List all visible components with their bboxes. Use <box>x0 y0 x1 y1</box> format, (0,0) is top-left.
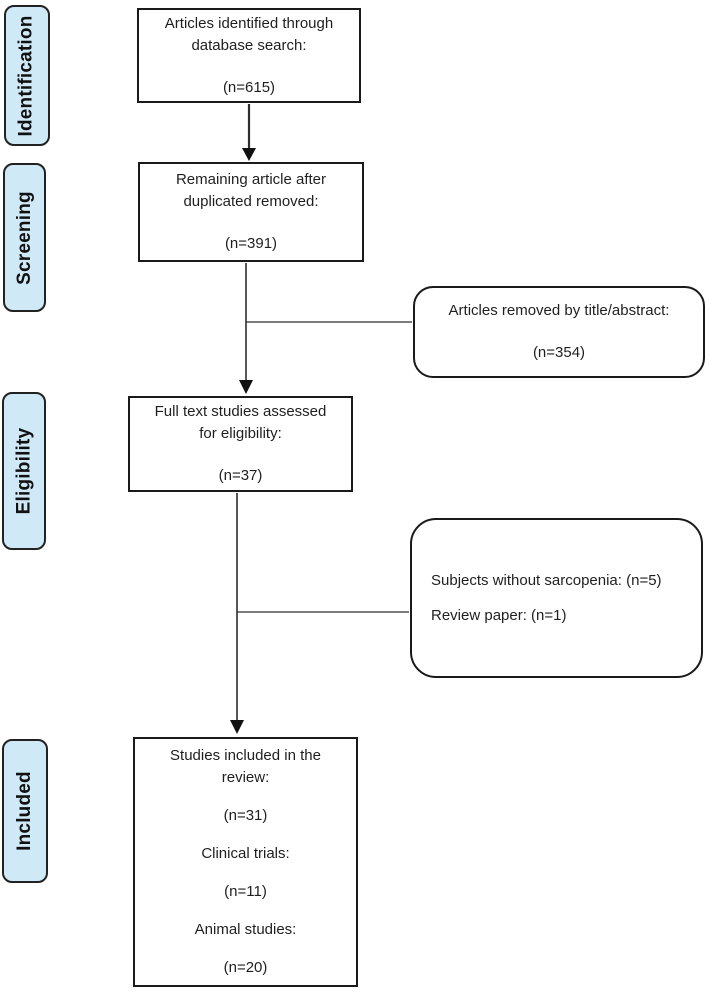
arrowhead-to-dedup <box>242 148 256 161</box>
stage-label-text: Eligibility <box>13 427 34 515</box>
text-line: Review paper: (n=1) <box>431 606 567 624</box>
text-line: Articles identified through <box>164 14 334 32</box>
text-line: Clinical trials: <box>201 845 290 862</box>
arrowhead-to-included <box>230 720 244 734</box>
count-line: (n=20) <box>223 959 268 976</box>
text-line: duplicated removed: <box>183 193 319 210</box>
text-line: Remaining article after <box>175 171 327 188</box>
stage-label-eligibility: Eligibility <box>2 392 46 550</box>
node-fulltext-assessed: Full text studies assessed for eligibili… <box>128 396 353 492</box>
node-after-duplicates-removed: Remaining article after duplicated remov… <box>138 162 364 262</box>
stage-label-text: Identification <box>16 14 37 137</box>
text-line: Full text studies assessed <box>154 403 327 420</box>
count-line: (n=354) <box>532 344 586 361</box>
count-line: (n=37) <box>218 467 263 484</box>
text-line: Subjects without sarcopenia: (n=5) <box>431 571 662 589</box>
node-studies-included: Studies included in the review: (n=31) C… <box>133 737 358 987</box>
text-line: database search: <box>191 36 307 54</box>
count-line: (n=31) <box>223 807 268 824</box>
arrowhead-to-fulltext <box>239 380 253 394</box>
count-line: (n=391) <box>224 235 278 252</box>
stage-label-screening: Screening <box>3 163 46 312</box>
node-articles-identified: Articles identified through database sea… <box>137 8 361 103</box>
stage-label-text: Screening <box>13 190 35 285</box>
count-line: (n=615) <box>222 78 276 96</box>
stage-label-text: Included <box>14 771 35 851</box>
node-fulltext-exclusions: Subjects without sarcopenia: (n=5) Revie… <box>410 518 703 678</box>
text-line: review: <box>221 769 270 786</box>
node-removed-by-title-abstract: Articles removed by title/abstract: (n=3… <box>413 286 705 378</box>
stage-label-identification: Identification <box>4 5 50 146</box>
text-line: for eligibility: <box>199 425 282 442</box>
text-line: Studies included in the <box>170 747 321 764</box>
text-line: Animal studies: <box>194 921 297 938</box>
count-line: (n=11) <box>224 883 267 900</box>
stage-label-included: Included <box>2 739 48 883</box>
text-line: Articles removed by title/abstract: <box>448 302 670 319</box>
